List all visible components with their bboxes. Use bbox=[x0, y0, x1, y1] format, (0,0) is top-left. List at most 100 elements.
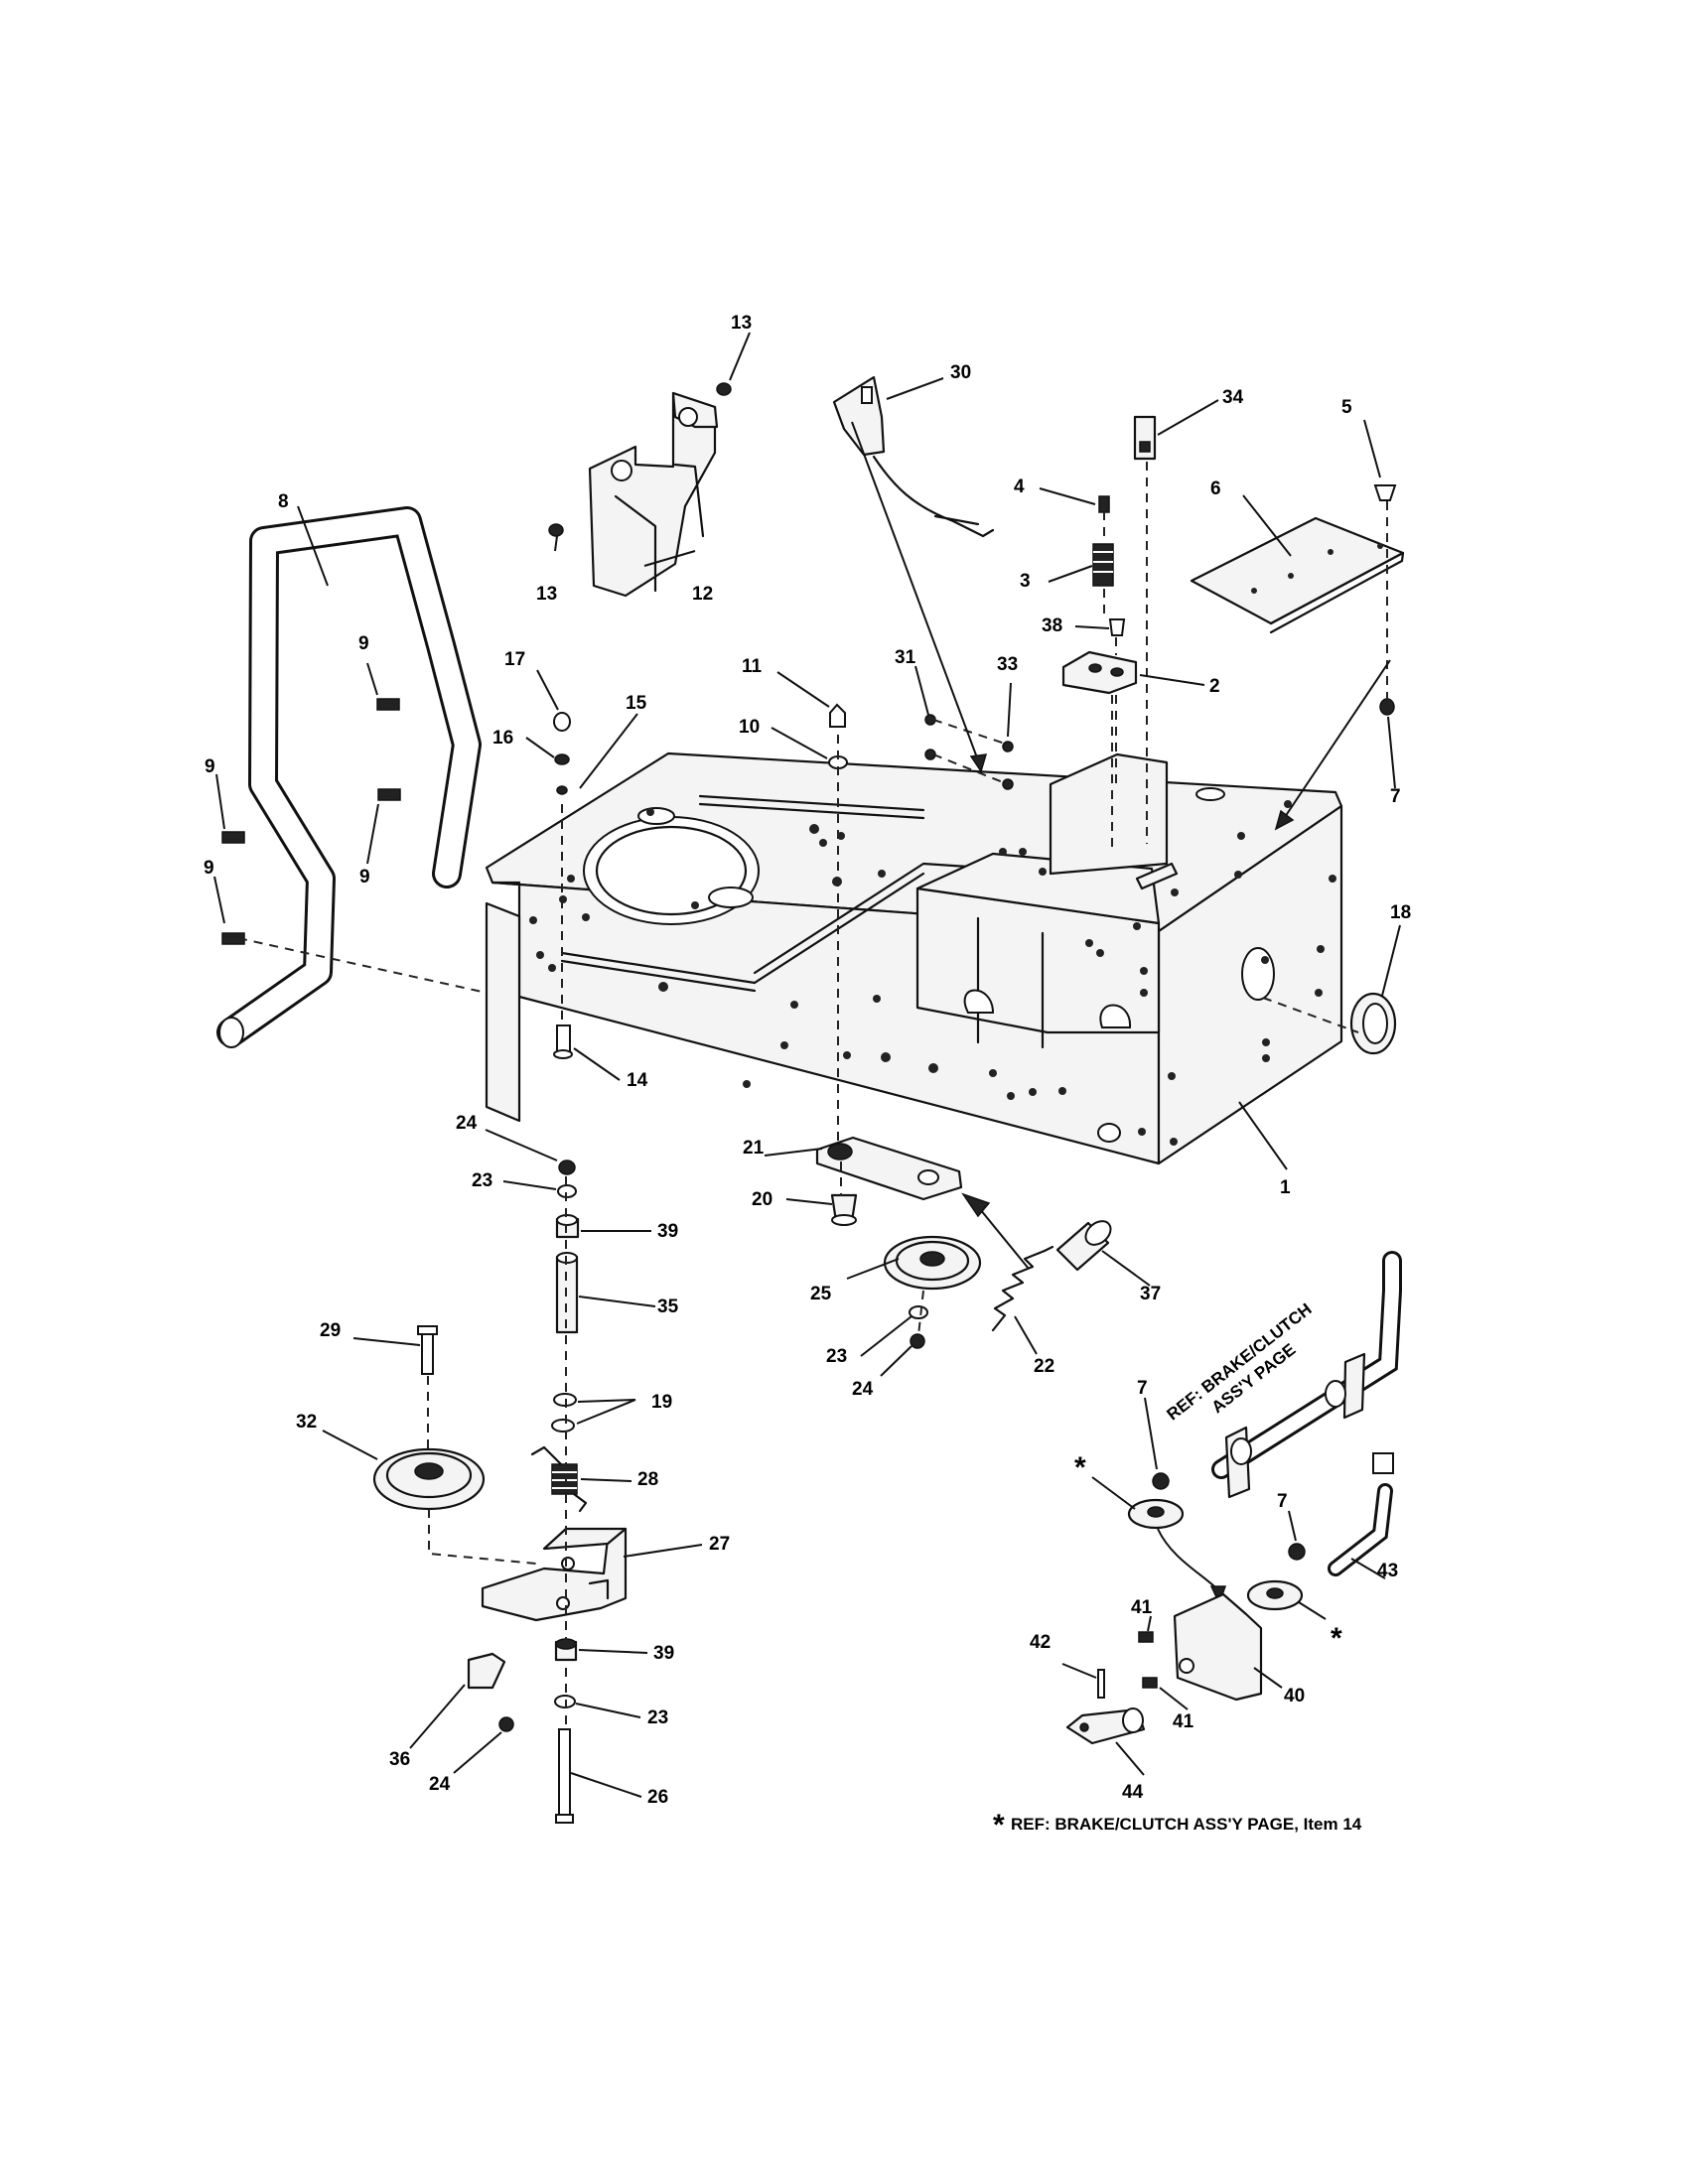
callout-11: 11 bbox=[742, 656, 763, 677]
rod-part-43 bbox=[1328, 1452, 1394, 1576]
nut-part-7b bbox=[1152, 1472, 1170, 1490]
callout-32: 32 bbox=[296, 1412, 317, 1433]
callout-17: 17 bbox=[504, 649, 525, 670]
callout-7-low: 7 bbox=[1277, 1491, 1288, 1512]
callout-9-d: 9 bbox=[204, 858, 214, 879]
callout-4: 4 bbox=[1014, 477, 1025, 497]
callout-9-a: 9 bbox=[358, 633, 369, 654]
screw-part-41b bbox=[1142, 1677, 1158, 1689]
callout-38: 38 bbox=[1042, 615, 1062, 636]
idler-arm-part-21 bbox=[815, 1136, 963, 1201]
nut-part-11 bbox=[829, 703, 846, 728]
plate-part-40 bbox=[1173, 1592, 1263, 1702]
bolt-part-9b bbox=[377, 788, 401, 801]
callout-10: 10 bbox=[739, 717, 760, 738]
nut-part-13a bbox=[716, 382, 732, 396]
callout-15: 15 bbox=[626, 693, 647, 714]
callout-16: 16 bbox=[492, 728, 513, 749]
arrow-flange-to-40 bbox=[1157, 1528, 1227, 1605]
fastener-part-33 bbox=[1002, 741, 1014, 790]
nut-part-24c bbox=[910, 1333, 925, 1349]
callout-40: 40 bbox=[1284, 1686, 1305, 1706]
bolt-part-9a bbox=[376, 698, 400, 711]
callout-2: 2 bbox=[1209, 676, 1220, 697]
callout-36: 36 bbox=[389, 1749, 410, 1770]
callout-23-low: 23 bbox=[647, 1707, 668, 1728]
callout-1: 1 bbox=[1280, 1177, 1291, 1198]
callout-44: 44 bbox=[1122, 1782, 1144, 1803]
assembly-dashed-lines bbox=[237, 462, 1388, 1727]
footnote-star: * bbox=[993, 1809, 1005, 1842]
leader-lines bbox=[213, 332, 1401, 1798]
callout-24-left: 24 bbox=[456, 1113, 478, 1134]
callout-18: 18 bbox=[1390, 902, 1411, 923]
callout-9-b: 9 bbox=[359, 867, 370, 887]
nut-part-7c bbox=[1288, 1543, 1306, 1561]
callout-8: 8 bbox=[278, 491, 289, 512]
footnote: * REF: BRAKE/CLUTCH ASS'Y PAGE, Item 14 bbox=[993, 1809, 1362, 1842]
callout-13-left: 13 bbox=[536, 584, 557, 605]
bolt-part-9c bbox=[221, 831, 245, 844]
callout-43: 43 bbox=[1377, 1561, 1398, 1581]
pulley-part-25 bbox=[883, 1235, 982, 1291]
callout-33: 33 bbox=[997, 654, 1018, 675]
callout-31: 31 bbox=[895, 647, 916, 668]
callout-13-top: 13 bbox=[731, 313, 752, 334]
fastener-part-31 bbox=[924, 714, 936, 760]
assembly-arrows bbox=[851, 421, 1391, 831]
callout-29: 29 bbox=[320, 1320, 341, 1341]
nut-part-24b bbox=[498, 1716, 514, 1732]
lever-part-30 bbox=[832, 375, 995, 538]
callout-9-c: 9 bbox=[205, 756, 215, 777]
callout-28: 28 bbox=[637, 1469, 658, 1490]
frame-part-1 bbox=[485, 751, 1343, 1165]
yoke-part-44 bbox=[1065, 1707, 1146, 1745]
callout-41-low: 41 bbox=[1173, 1711, 1194, 1732]
bushing-part-39a bbox=[555, 1214, 580, 1239]
callout-12: 12 bbox=[692, 584, 713, 605]
screw-part-4 bbox=[1098, 495, 1110, 513]
direction-arrow bbox=[961, 1192, 1030, 1270]
star-marker-right: * bbox=[1331, 1622, 1342, 1655]
callout-41-top: 41 bbox=[1131, 1597, 1153, 1618]
screw-part-5 bbox=[1373, 484, 1397, 501]
latch-part-34 bbox=[1133, 415, 1157, 461]
flange-ref-left bbox=[1127, 1498, 1185, 1530]
sleeve-part-37 bbox=[1055, 1220, 1112, 1272]
callout-6: 6 bbox=[1210, 478, 1221, 499]
flange-ref-right bbox=[1246, 1579, 1304, 1611]
plate-part-2 bbox=[1061, 650, 1138, 695]
nut-part-24a bbox=[558, 1160, 576, 1175]
callout-23-left: 23 bbox=[472, 1170, 492, 1191]
nut-part-17 bbox=[553, 712, 571, 732]
callout-39-low: 39 bbox=[653, 1643, 674, 1664]
screw-part-41a bbox=[1138, 1631, 1154, 1643]
bolt-part-14 bbox=[553, 1024, 573, 1059]
nut-part-13b bbox=[548, 523, 564, 537]
callout-14: 14 bbox=[627, 1070, 648, 1091]
callout-24-mid: 24 bbox=[852, 1379, 874, 1400]
footnote-text: REF: BRAKE/CLUTCH ASS'Y PAGE, Item 14 bbox=[1011, 1815, 1362, 1834]
callout-21: 21 bbox=[743, 1138, 765, 1159]
nut-part-7a bbox=[1379, 698, 1395, 716]
spring-part-22 bbox=[991, 1245, 1054, 1332]
callout-25: 25 bbox=[810, 1284, 832, 1304]
callout-26: 26 bbox=[647, 1787, 668, 1808]
callout-37: 37 bbox=[1140, 1284, 1161, 1304]
callout-20: 20 bbox=[752, 1189, 772, 1210]
bearing-part-18 bbox=[1349, 992, 1397, 1055]
callout-5: 5 bbox=[1341, 397, 1352, 418]
pulley-part-32 bbox=[372, 1447, 486, 1511]
callout-27: 27 bbox=[709, 1534, 730, 1555]
callout-19: 19 bbox=[651, 1392, 672, 1413]
bracket-part-12 bbox=[588, 391, 719, 598]
bolt-part-26 bbox=[555, 1728, 574, 1824]
washer-part-16 bbox=[554, 753, 570, 765]
callout-35: 35 bbox=[657, 1297, 679, 1317]
callout-3: 3 bbox=[1020, 571, 1031, 592]
screw-part-38 bbox=[1108, 618, 1126, 636]
panel-part-6 bbox=[1190, 516, 1405, 634]
callout-39-top: 39 bbox=[657, 1221, 678, 1242]
pin-part-42 bbox=[1097, 1669, 1105, 1699]
